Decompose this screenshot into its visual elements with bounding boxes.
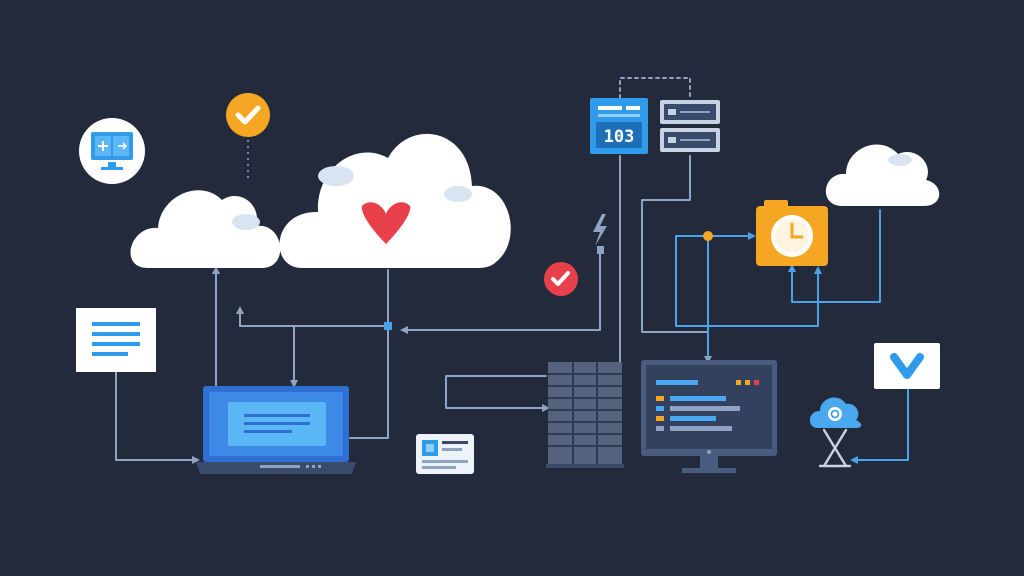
connector-document-to-laptop — [115, 371, 200, 464]
check-orange-icon — [226, 93, 270, 180]
connector-dotted-top — [619, 77, 691, 101]
counter-value: 103 — [604, 127, 635, 147]
id-card-icon — [416, 434, 474, 474]
cloud-left-icon — [130, 190, 281, 268]
document-icon — [76, 308, 156, 372]
chevron-card-icon — [874, 343, 940, 389]
junction-node-lightning — [597, 246, 604, 254]
laptop-icon — [196, 386, 356, 474]
junction-node-hub — [384, 322, 392, 330]
connector-camera-to-monitor — [675, 235, 822, 327]
connector-right-cloud-to-camera — [788, 209, 881, 303]
counter-card-icon: 103 — [590, 98, 648, 154]
heart-icon — [361, 202, 411, 244]
cloud-right-icon — [825, 144, 940, 206]
junction-node-camera — [703, 231, 713, 241]
connector-rack-loop — [445, 375, 550, 412]
cloud-center-heart-icon — [279, 133, 511, 268]
desktop-monitor-icon — [641, 360, 777, 473]
connector-hub-right — [400, 251, 601, 334]
monitor-badge-icon — [79, 118, 145, 184]
lightning-icon — [593, 214, 607, 246]
server-rack-icon — [546, 362, 624, 468]
camera-clock-icon — [756, 200, 828, 266]
connector-chevron-to-user — [850, 389, 909, 464]
server-stack-icon — [660, 100, 720, 152]
user-cloud-icon — [809, 397, 862, 468]
check-red-icon — [544, 262, 578, 296]
